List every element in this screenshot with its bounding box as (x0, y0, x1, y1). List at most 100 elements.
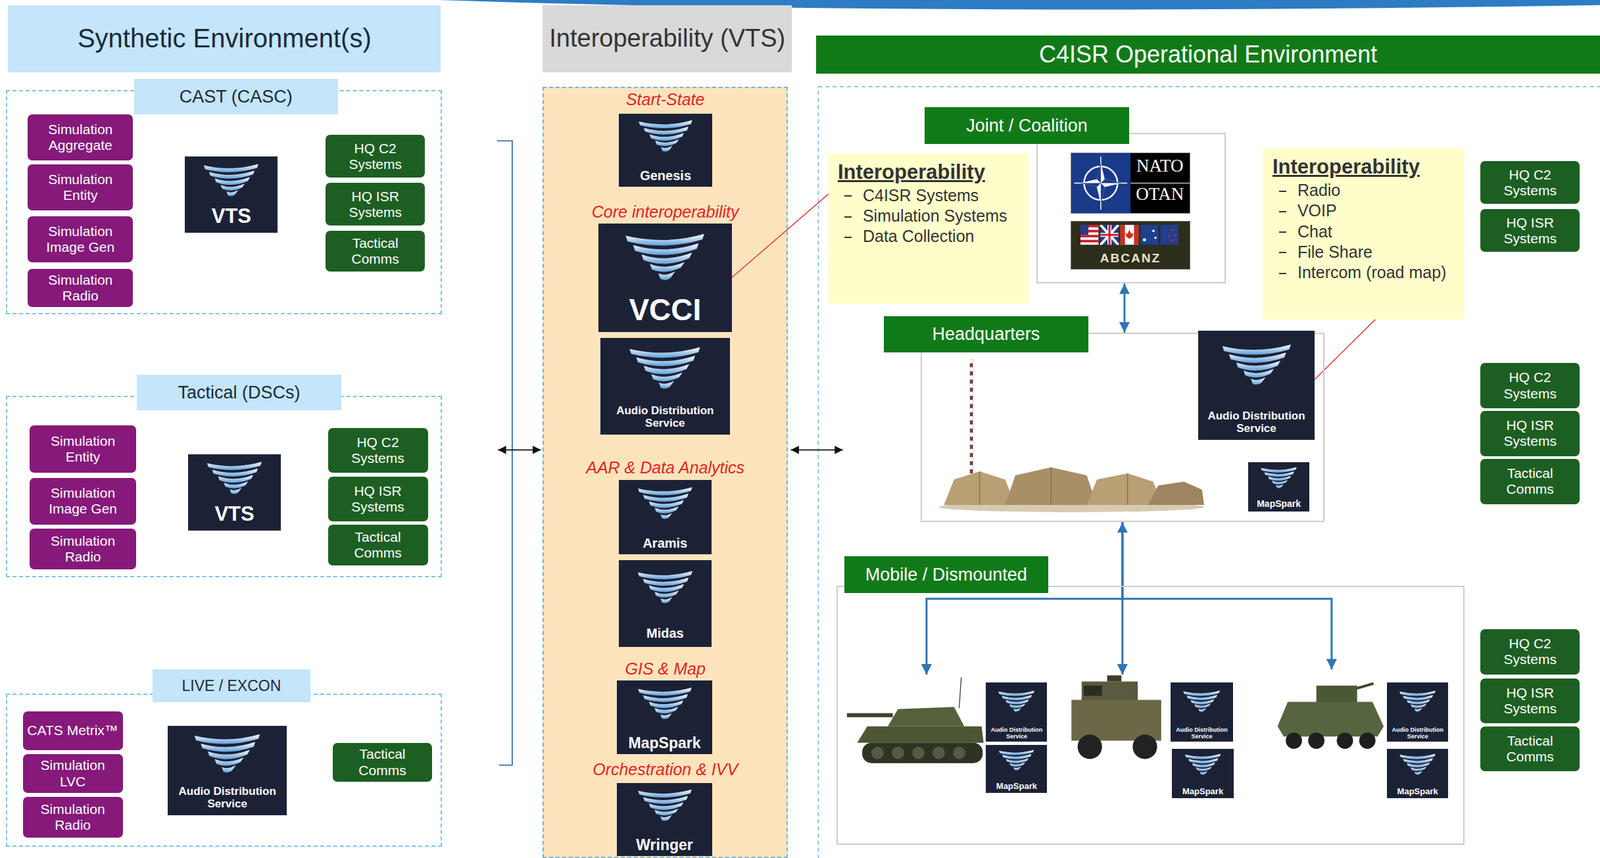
product-logo: Audio Distribution Service (167, 726, 288, 817)
node-label: Simulation LVC (26, 757, 120, 790)
logo-mark (1185, 753, 1221, 775)
logo-text: MapSpark (1389, 787, 1446, 797)
logo-mark (1399, 690, 1436, 712)
node-label: HQ C2 Systems (1484, 167, 1576, 199)
nato-emblem (1071, 153, 1131, 214)
vehicle-group: Audio Distribution ServiceMapSpark (1277, 669, 1450, 799)
logo-mark (194, 734, 260, 773)
tank-art (959, 677, 962, 709)
node-label: ABCANZ (1100, 251, 1161, 266)
hq-camp-art (969, 359, 974, 480)
connector (1122, 522, 1332, 670)
note-item: Simulation Systems (837, 205, 1020, 227)
bullet-dash (844, 195, 852, 197)
logo-mark (637, 486, 692, 519)
group-heading: CAST (CASC) (134, 78, 339, 115)
logo-mark (632, 484, 698, 524)
section-header: C4ISR Operational Environment (816, 35, 1600, 73)
node-label: C4ISR Operational Environment (820, 40, 1597, 69)
node-label: Synthetic Environment(s) (11, 23, 437, 54)
lav-art (1316, 685, 1358, 705)
logo-mark (1261, 466, 1297, 488)
note-heading: Interoperability (1272, 154, 1456, 179)
hq-camp-art (1004, 467, 1097, 506)
logo-mark (619, 343, 711, 395)
tank-art (847, 677, 984, 763)
logo-text: MapSpark (1174, 787, 1232, 797)
environment-group: CATS Metrix™Simulation LVCSimulation Rad… (5, 693, 442, 848)
node-label: Tactical Comms (1484, 733, 1576, 765)
product-logo: MapSpark (985, 745, 1047, 794)
node-label: HQ C2 Systems (332, 434, 425, 467)
group-bracket (497, 140, 513, 766)
logo-mark (1396, 686, 1439, 718)
bullet-dash (1279, 231, 1287, 233)
stage-caption: Orchestration & IVV (543, 759, 786, 780)
system-box: Tactical Comms (325, 230, 425, 272)
logo-mark (638, 120, 692, 152)
tank-art (871, 747, 884, 760)
bullet-dash (1279, 211, 1287, 213)
logo-text: Audio Distribution Service (603, 405, 728, 430)
system-box: HQ C2 Systems (325, 134, 425, 178)
tank-art (912, 747, 925, 760)
logo-text: MapSpark (1250, 499, 1307, 510)
logo-mark (630, 347, 701, 389)
logo-text: VTS (187, 205, 275, 228)
note-item: Chat (1272, 221, 1456, 243)
bullet-dash (844, 216, 852, 218)
logo-mark (185, 731, 269, 778)
simulation-box: Simulation Entity (29, 425, 136, 473)
system-box: HQ C2 Systems (1480, 161, 1580, 204)
logo-text: Audio Distribution Service (1173, 727, 1231, 741)
simulation-box: CATS Metrix™ (23, 711, 123, 751)
node-label: HQ ISR Systems (329, 188, 421, 221)
node-label: Simulation Entity (31, 171, 129, 204)
logo-text: Wringer (619, 837, 711, 854)
environment-panel: Audio Distribution ServiceMapSparkAudio … (836, 585, 1464, 846)
tank-art (862, 743, 983, 764)
logo-text: MapSpark (988, 781, 1045, 792)
stage-caption: GIS & Map (543, 658, 786, 679)
logo-mark (998, 690, 1036, 712)
node-label: Tactical Comms (1484, 465, 1576, 498)
armoured-truck-art (1071, 675, 1162, 759)
interoperability-column: GenesisVCCIAudio Distribution ServiceAra… (542, 86, 788, 858)
flag-strip (1078, 224, 1183, 245)
hq-camp-art (939, 359, 1205, 513)
product-logo: Audio Distribution Service (1170, 682, 1234, 742)
tank-art (891, 747, 905, 760)
node-label: Interoperability (VTS) (546, 24, 788, 54)
hq-camp-art (1148, 481, 1205, 506)
node-label: HQ ISR Systems (1484, 215, 1576, 247)
system-box: HQ C2 Systems (1480, 629, 1580, 675)
connector (731, 193, 829, 278)
group-heading: Mobile / Dismounted (844, 556, 1049, 594)
connector (1123, 283, 1126, 333)
logo-mark (637, 687, 692, 720)
note-item: File Share (1272, 242, 1456, 263)
armoured-truck-art (1132, 734, 1157, 759)
note-item: Intercom (road map) (1272, 262, 1456, 283)
system-box: HQ ISR Systems (1480, 411, 1580, 456)
simulation-box: Simulation Radio (29, 528, 136, 570)
tank-art (952, 747, 966, 760)
hq-camp-art (969, 359, 974, 480)
logo-mark (1400, 753, 1436, 775)
node-label: HQ ISR Systems (1484, 417, 1576, 450)
logo-mark (626, 234, 705, 281)
note-heading: Interoperability (837, 159, 1020, 185)
product-logo: MapSpark (1171, 749, 1235, 798)
product-logo: Midas (618, 560, 712, 648)
environment-panel: NATOOTANABCANZJoint / Coalition (1036, 132, 1226, 285)
logo-mark (632, 117, 699, 156)
product-logo: VTS (184, 156, 278, 233)
product-logo: Wringer (616, 783, 713, 857)
logo-mark (1257, 465, 1301, 492)
system-box: Tactical Comms (328, 524, 429, 566)
armoured-truck-art (1081, 681, 1138, 703)
group-heading: Tactical (DSCs) (136, 374, 341, 411)
bullet-dash (1279, 251, 1287, 254)
logo-mark (198, 161, 264, 202)
